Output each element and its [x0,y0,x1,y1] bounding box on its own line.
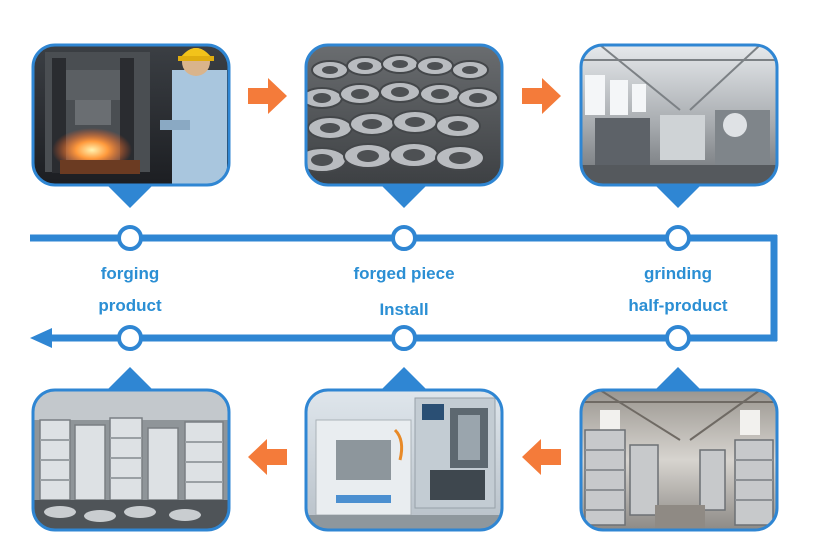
photo-half-product-warehouse [579,388,779,532]
node-product [117,325,143,351]
label-half-product: half-product [628,296,728,315]
arrow-left-icon [248,439,287,475]
node-grinding [665,225,691,251]
photo-finished-flanges [31,388,231,532]
label-install: Install [379,300,429,319]
pointer-down-2 [380,184,428,208]
photo-cnc-machine [304,388,504,532]
photo-forging-press [31,43,231,187]
arrow-right-icon [522,78,561,114]
pointer-triangles [106,184,702,391]
arrow-left-icon [522,439,561,475]
label-forged-piece: forged piece [353,264,455,283]
pointer-up-2 [380,367,428,391]
pointer-down-1 [106,184,154,208]
orange-arrows [248,78,561,475]
bottom-nodes [117,325,691,351]
label-forging: forging [100,264,160,283]
pointer-up-3 [654,367,702,391]
node-install [391,325,417,351]
flow-arrowhead-icon [30,328,52,348]
pointer-up-1 [106,367,154,391]
node-half-product [665,325,691,351]
arrow-right-icon [248,78,287,114]
top-nodes [117,225,691,251]
node-forging [117,225,143,251]
label-product: product [98,296,162,315]
photo-grinding-workshop [579,43,779,187]
label-grinding: grinding [644,264,712,283]
node-forged-piece [391,225,417,251]
photo-forged-rings [304,43,504,187]
pointer-down-3 [654,184,702,208]
